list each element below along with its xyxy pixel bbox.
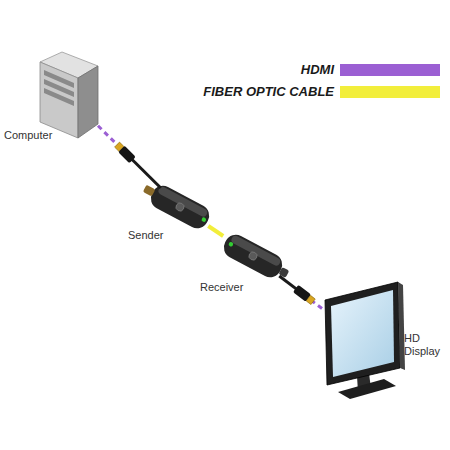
sender-node: Sender — [150, 188, 210, 226]
device-label: Receiver — [200, 281, 243, 294]
receiver-led — [228, 241, 234, 247]
legend-swatch — [340, 86, 440, 98]
sender-device — [139, 178, 213, 233]
receiver-node: Receiver — [222, 236, 284, 276]
drive-bay — [44, 88, 74, 106]
sender-body — [147, 182, 213, 232]
sender-port — [143, 185, 156, 197]
hdmi-plug — [293, 285, 316, 305]
tower-side — [78, 66, 98, 138]
plug-tip — [115, 142, 124, 151]
computer-tower — [40, 52, 98, 138]
device-label: Computer — [4, 129, 52, 142]
fiber-optic-cable — [208, 226, 223, 236]
receiver-body — [220, 231, 286, 281]
legend-text: HDMI — [301, 63, 334, 77]
display-node: HD Display — [322, 280, 402, 398]
receiver-button — [248, 251, 259, 262]
monitor-screen — [331, 290, 394, 377]
monitor-edge — [398, 282, 405, 370]
legend-text: FIBER OPTIC CABLE — [203, 85, 334, 99]
hdmi-plug — [114, 141, 136, 163]
monitor-frame — [325, 282, 400, 385]
hdmi-cable — [279, 276, 322, 309]
tower-front — [40, 62, 78, 138]
device-label: HD Display — [404, 332, 446, 358]
sender-highlight — [157, 185, 208, 217]
sender-button — [175, 202, 186, 213]
plug-tip — [306, 295, 315, 304]
receiver-highlight — [230, 234, 281, 266]
hd-display — [325, 282, 405, 399]
device-label: Sender — [128, 229, 163, 242]
hdmi-cable — [98, 126, 161, 188]
monitor-base — [338, 379, 396, 399]
computer-node: Computer — [38, 55, 98, 137]
legend-swatch — [340, 64, 440, 76]
sender-led — [201, 217, 207, 223]
fiber-line — [208, 226, 223, 236]
